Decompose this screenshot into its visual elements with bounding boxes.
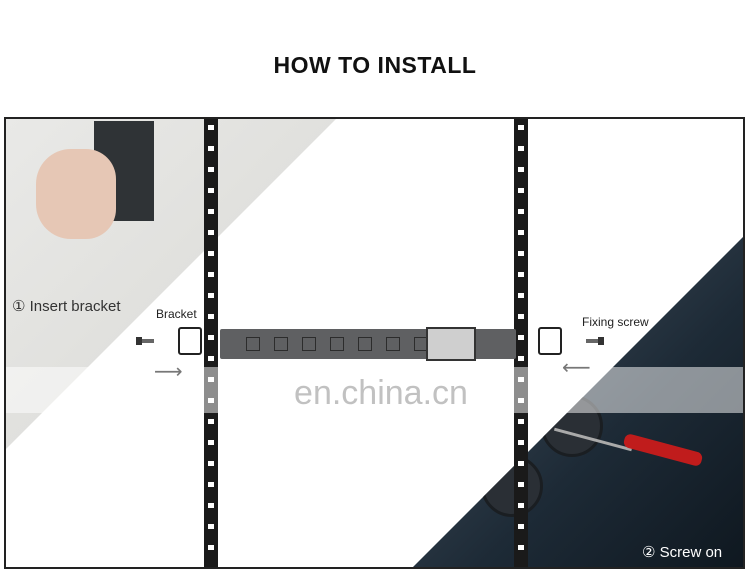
bracket-icon bbox=[538, 327, 562, 355]
screwdriver-handle bbox=[622, 432, 704, 468]
screw-icon bbox=[136, 337, 154, 345]
fixing-screw-label: Fixing screw bbox=[582, 315, 649, 329]
hand-photo bbox=[36, 149, 116, 239]
arrow-right-icon: ⟶ bbox=[154, 361, 183, 383]
arrow-left-icon: ⟵ bbox=[562, 357, 591, 379]
watermark-text: en.china.cn bbox=[294, 374, 468, 412]
step-1-label: ① Insert bracket bbox=[12, 298, 121, 315]
bracket-icon bbox=[178, 327, 202, 355]
bracket-label: Bracket bbox=[156, 307, 197, 321]
socket-photo bbox=[481, 455, 543, 517]
rack-rail-right bbox=[514, 119, 528, 567]
install-illustration: en.china.cn ① Insert bracket ② Screw on … bbox=[4, 117, 745, 569]
rack-rail-left bbox=[204, 119, 218, 567]
screw-icon bbox=[586, 337, 604, 345]
pdu-switch bbox=[426, 327, 476, 361]
watermark-band bbox=[6, 367, 743, 413]
step-2-label: ② Screw on bbox=[642, 544, 723, 561]
page-title: HOW TO INSTALL bbox=[273, 52, 477, 78]
